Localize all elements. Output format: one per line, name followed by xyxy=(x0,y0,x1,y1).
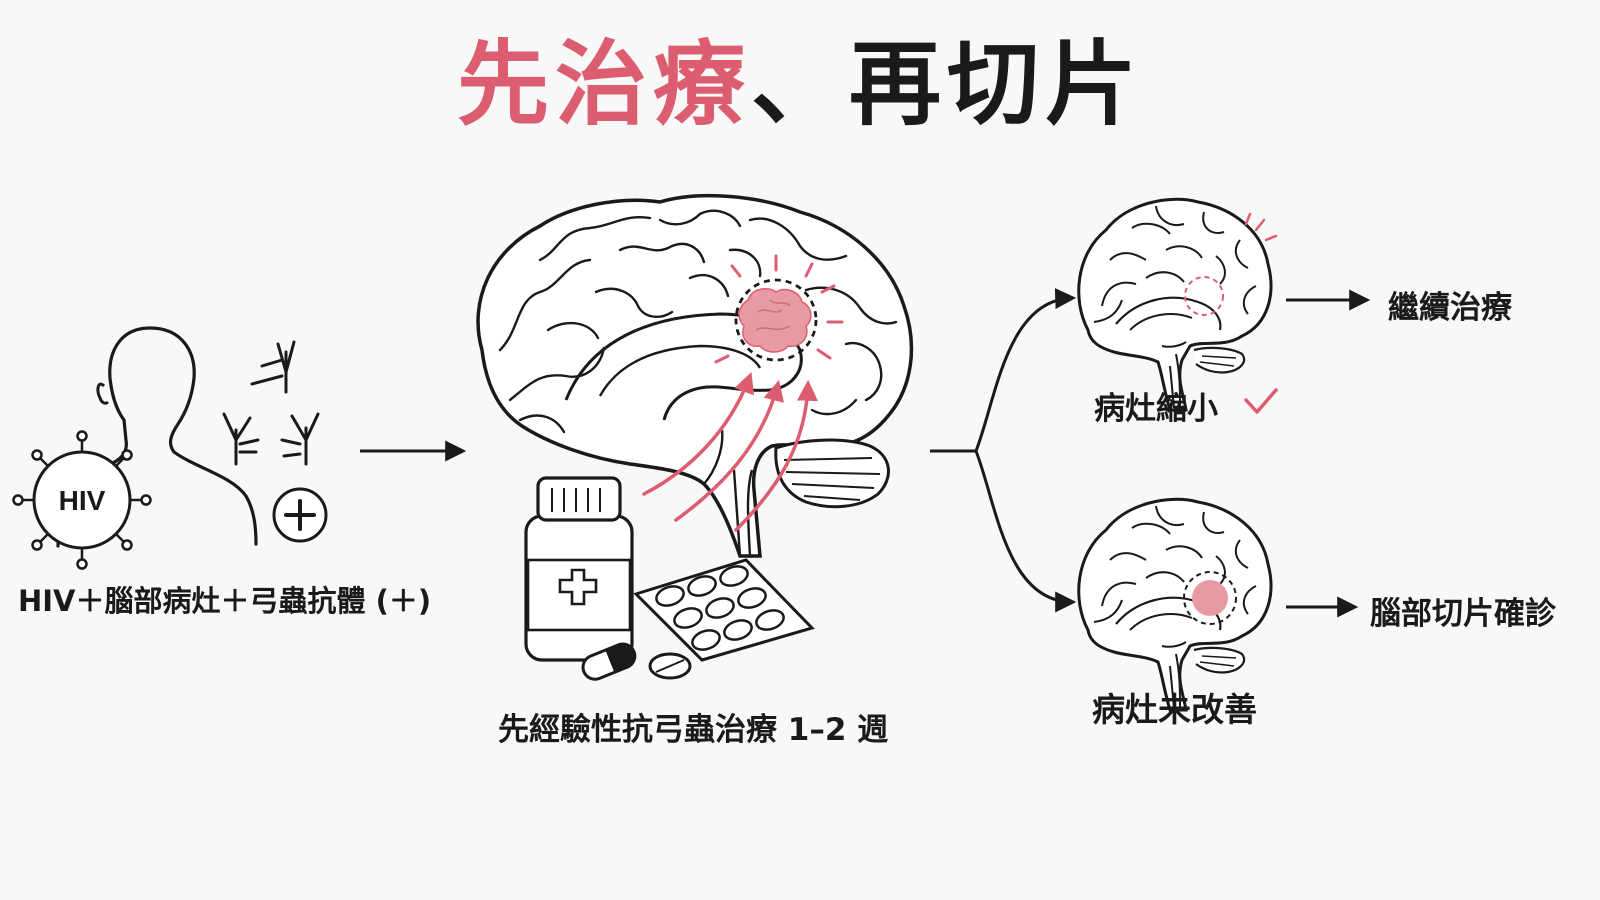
outcome-not-improved-label: 病灶未改善 xyxy=(1092,690,1257,729)
title-emphasis: 先治療 xyxy=(456,31,751,138)
hiv-text: HIV xyxy=(59,485,106,516)
branch-connector xyxy=(930,288,1077,613)
check-icon xyxy=(1244,388,1278,414)
brain-improved-icon xyxy=(1077,197,1278,412)
antibody-icon xyxy=(280,412,320,466)
tablet-icon xyxy=(648,652,692,680)
plus-circle-icon xyxy=(272,487,328,543)
medicine-bottle-icon xyxy=(524,476,634,662)
brain-not-improved-icon xyxy=(1077,497,1273,712)
capsule-icon xyxy=(581,642,637,681)
lesion-marker xyxy=(714,254,844,364)
treatment-label: 先經驗性抗弓蟲治療 1–2 週 xyxy=(498,712,889,748)
brain-biopsy-label: 腦部切片確診 xyxy=(1370,596,1556,632)
patient-group: HIV xyxy=(12,326,328,570)
continue-treatment-label: 繼續治療 xyxy=(1388,290,1512,326)
brain-icon xyxy=(476,193,914,558)
hiv-virus-icon: HIV xyxy=(12,430,152,570)
title-rest: 、再切片 xyxy=(751,31,1144,138)
antibody-icon xyxy=(250,340,296,394)
condition-label: HIV＋腦部病灶＋弓蟲抗體 (＋) xyxy=(18,584,432,618)
page-title: 先治療、再切片 xyxy=(0,30,1600,140)
antibody-icon xyxy=(222,412,260,466)
pill-blister-icon xyxy=(633,558,815,662)
outcome-improved-label: 病灶縮小 xyxy=(1094,391,1218,427)
